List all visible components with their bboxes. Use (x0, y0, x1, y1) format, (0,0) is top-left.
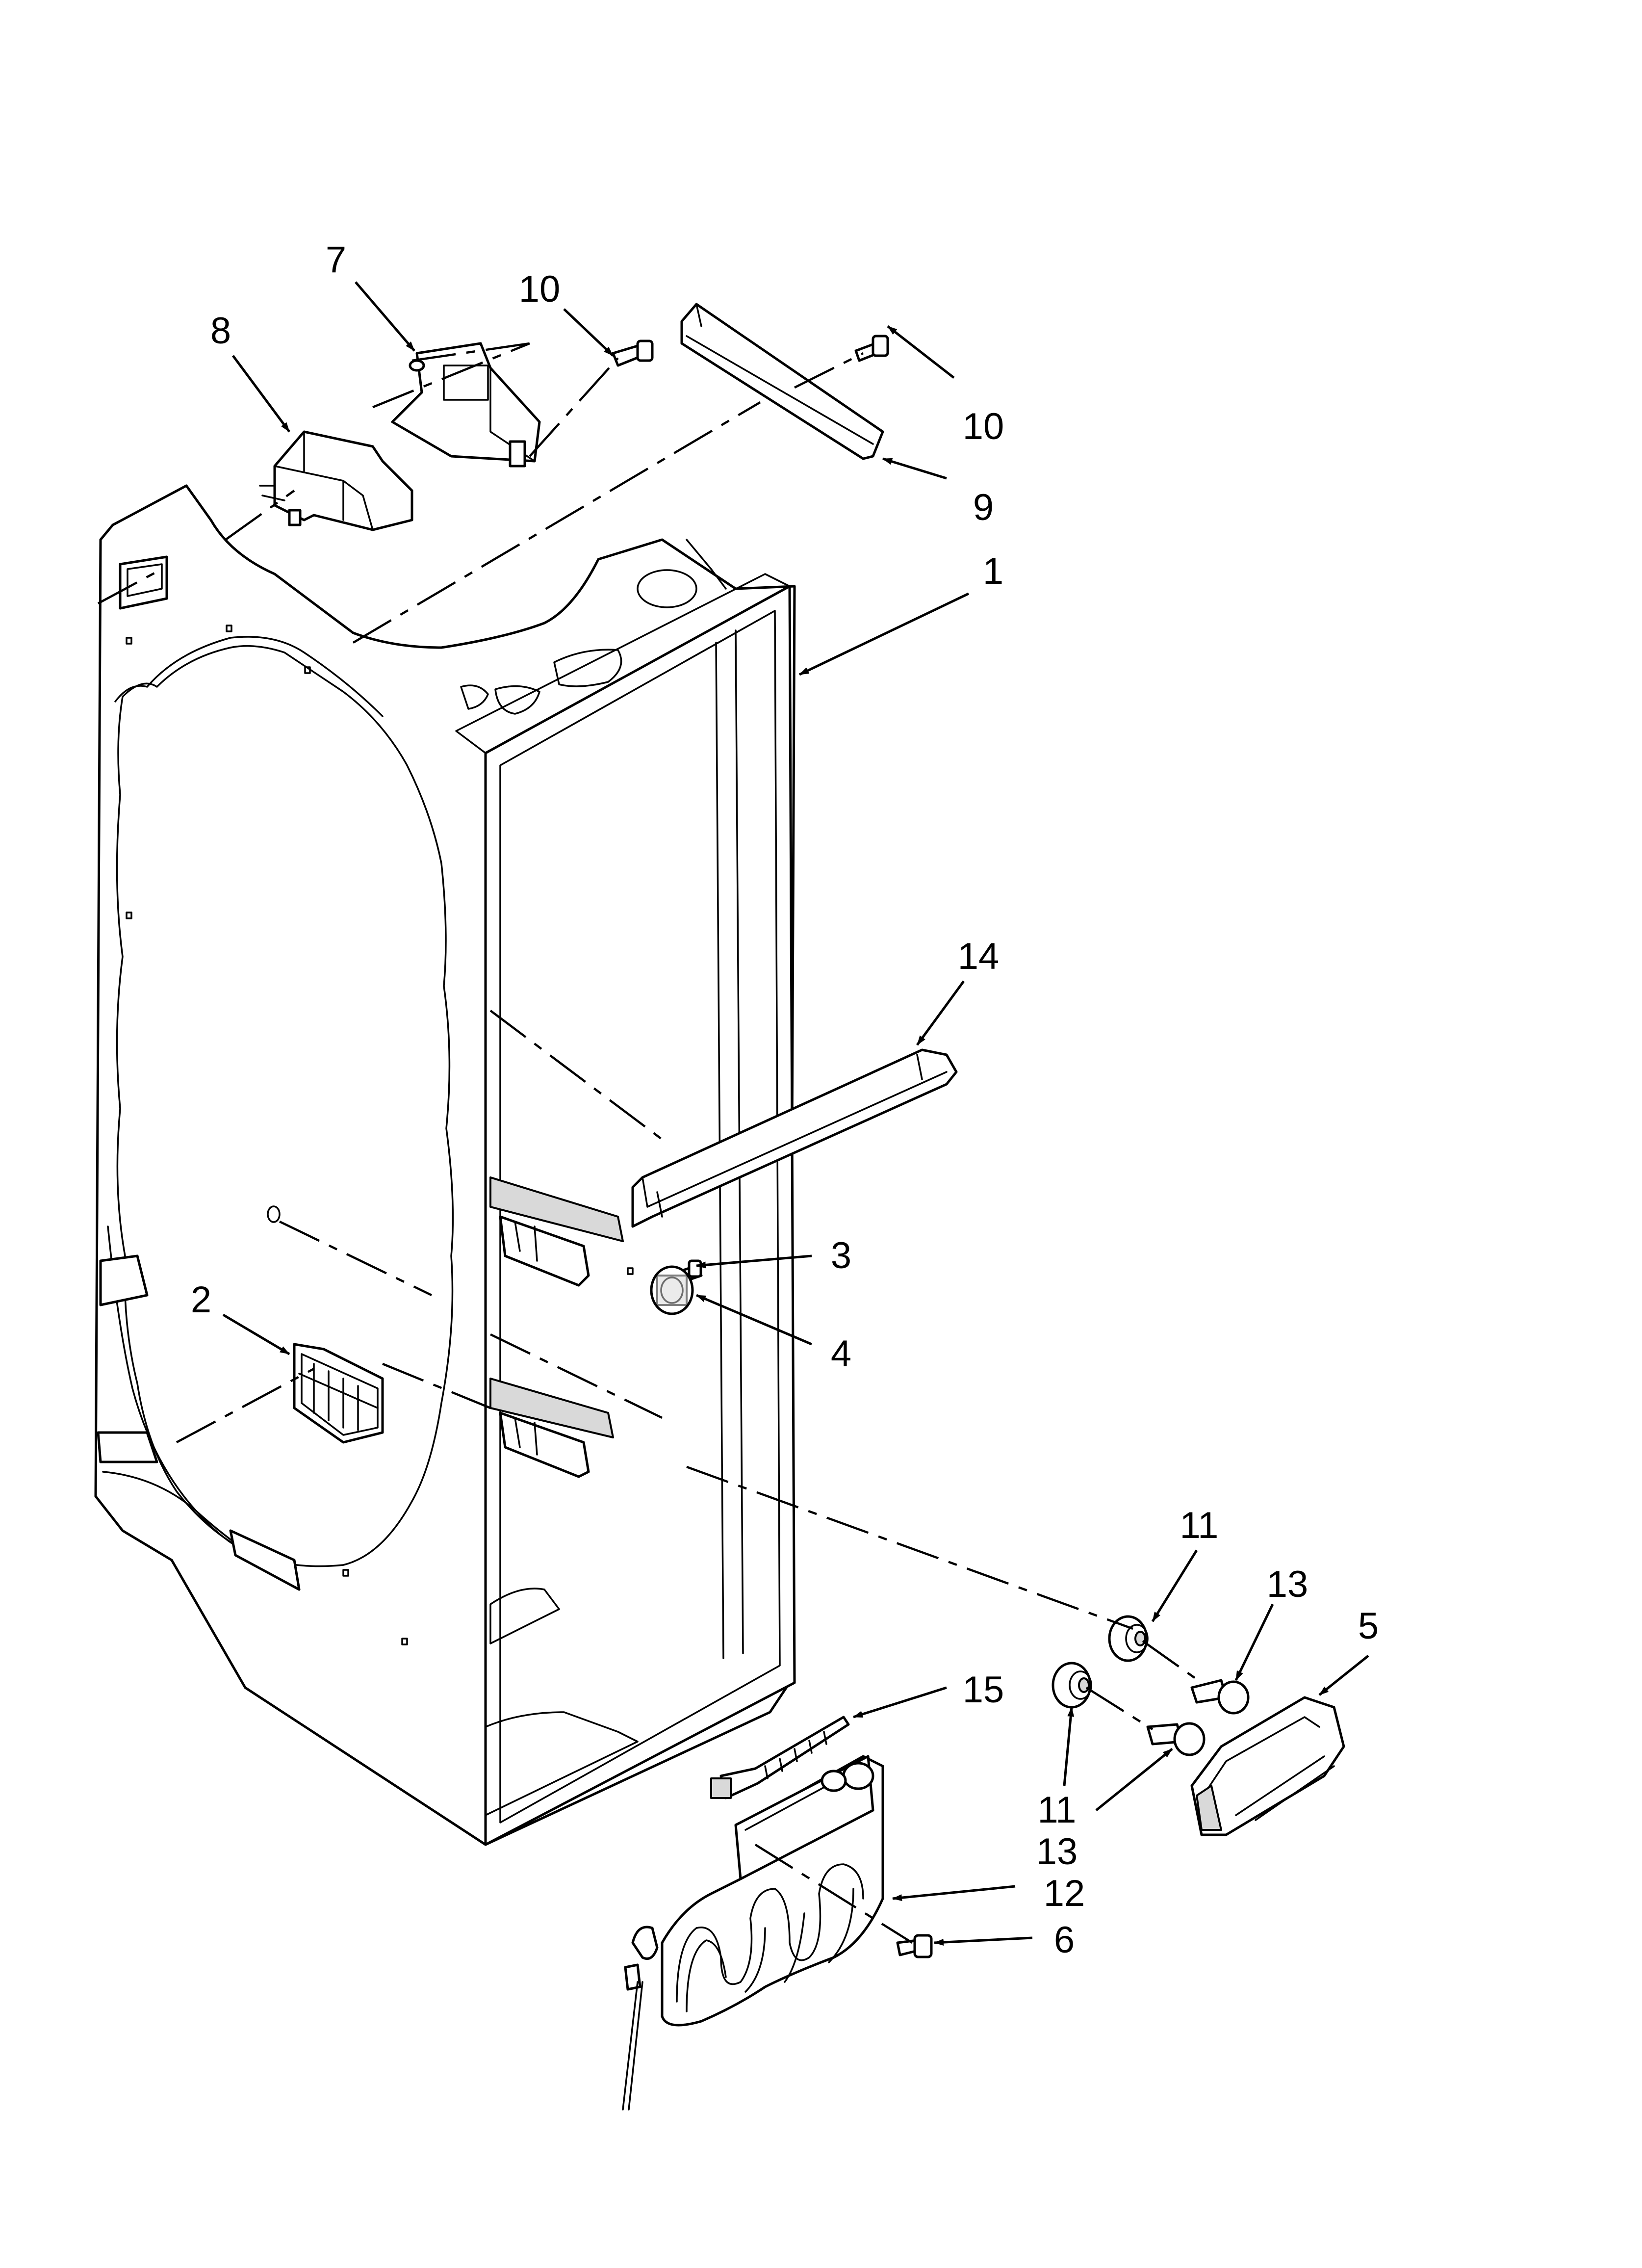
part-10-screw-top-right (854, 335, 889, 362)
callout-5: 5 (1358, 1605, 1379, 1647)
callout-13-lower: 13 (1036, 1831, 1078, 1873)
callout-4: 4 (831, 1333, 851, 1375)
callout-12: 12 (1044, 1873, 1085, 1914)
callout-7: 7 (326, 239, 346, 281)
part-13-pin-upper (1190, 1679, 1250, 1715)
part-2-grille (293, 1343, 384, 1444)
part-4-wheel (650, 1265, 694, 1315)
part-6-screw (896, 1934, 933, 1958)
callout-13-upper: 13 (1267, 1564, 1308, 1605)
callout-9: 9 (973, 487, 994, 528)
part-15-cable-tie (710, 1716, 850, 1799)
part-13-pin-lower (1146, 1722, 1206, 1756)
part-8-control-housing (259, 430, 413, 531)
leader-arrows (222, 281, 1369, 1946)
callout-11-upper: 11 (1180, 1505, 1219, 1546)
callout-10-upper-right: 10 (963, 406, 1004, 447)
part-10-screw-top-left (612, 339, 654, 367)
callout-10-upper-left: 10 (519, 268, 561, 310)
callout-1: 1 (983, 550, 1003, 592)
part-14-support-bar (631, 1048, 958, 1228)
callout-6: 6 (1054, 1919, 1075, 1961)
part-11-grommet-lower (1052, 1662, 1092, 1709)
callout-8: 8 (210, 310, 231, 352)
callout-15: 15 (963, 1669, 1004, 1711)
part-7-bracket (391, 342, 541, 468)
callout-labels: 7 8 10 10 9 1 14 3 4 2 11 13 5 15 11 13 … (191, 239, 1379, 1961)
part-12-heater-coil (622, 1755, 884, 2111)
callout-11-lower: 11 (1038, 1789, 1077, 1831)
callout-14: 14 (958, 936, 1000, 977)
callout-3: 3 (831, 1235, 851, 1277)
assembly-lines (97, 342, 1203, 1944)
refrigerator-liner (94, 484, 796, 1846)
callout-2: 2 (191, 1279, 211, 1321)
part-9-rail (680, 303, 884, 460)
part-5-housing (1190, 1696, 1345, 1836)
